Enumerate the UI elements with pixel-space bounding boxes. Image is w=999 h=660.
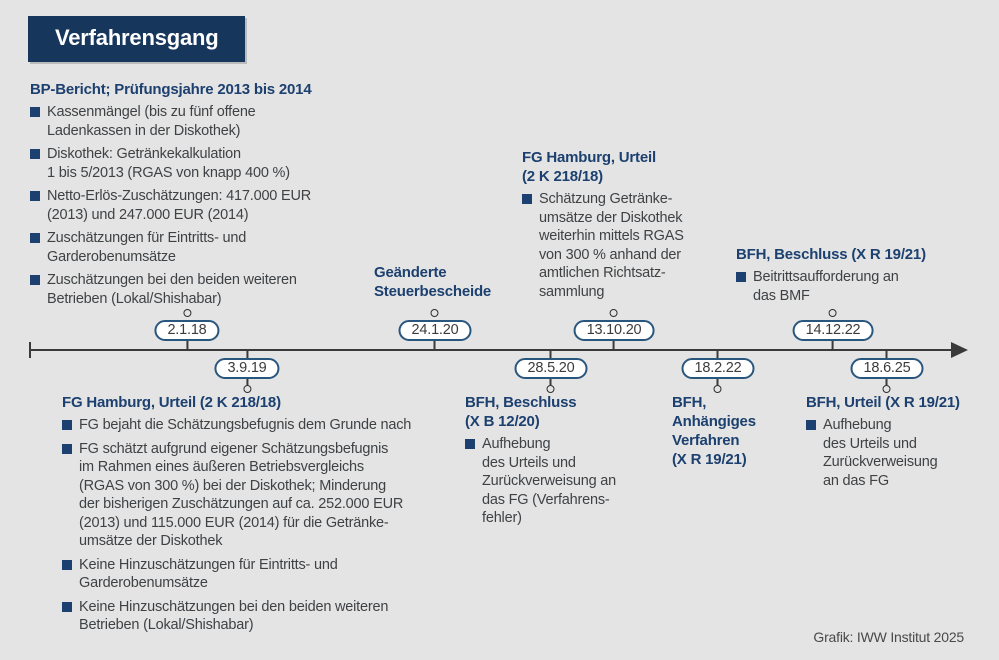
- bullet-square-icon: [62, 559, 72, 570]
- block-heading: BFH, Urteil (X R 19/21): [806, 394, 960, 411]
- bullet-square-icon: [62, 420, 72, 430]
- block-heading: BP-Bericht; Prüfungsjahre 2013 bis 2014: [30, 81, 312, 98]
- bullet-square-icon: [465, 439, 475, 449]
- connector-stem: [885, 350, 888, 358]
- event-label-geaenderte-steuerbescheide: Geänderte Steuerbescheide: [374, 264, 492, 300]
- timeline-marker-above: 24.1.20: [398, 309, 472, 351]
- date-pill: 18.2.22: [681, 358, 755, 379]
- date-pill: 2.1.18: [154, 320, 220, 341]
- connector-dot-icon: [183, 309, 191, 317]
- timeline-marker-above: 14.12.22: [792, 309, 874, 351]
- list-item: FG bejaht die Schätzungsbefugnis dem Gru…: [62, 416, 462, 435]
- event-block-fg-urteil-bottom: FG Hamburg, Urteil (2 K 218/18) FG bejah…: [62, 393, 462, 640]
- list-item: Zuschätzungen bei den beiden weiteren Be…: [30, 271, 390, 308]
- timeline-marker-above: 13.10.20: [573, 309, 655, 351]
- event-block-bfh-beschluss-xr: BFH, Beschluss (X R 19/21) Beitrittsauff…: [736, 245, 966, 310]
- block-heading: FG Hamburg, Urteil (2 K 218/18): [522, 149, 656, 185]
- connector-stem: [613, 341, 615, 351]
- connector-stem: [716, 350, 719, 358]
- connector-stem: [246, 350, 248, 358]
- bullet-list: Aufhebung des Urteils und Zurückverweisu…: [806, 416, 991, 490]
- event-block-bfh-anhaengiges-verfahren: BFH, Anhängiges Verfahren (X R 19/21): [672, 393, 792, 469]
- timeline-marker-below: 18.2.22: [681, 350, 755, 393]
- timeline-axis: [30, 349, 955, 351]
- list-item: Aufhebung des Urteils und Zurückverweisu…: [465, 435, 655, 528]
- bullet-list: Aufhebung des Urteils und Zurückverweisu…: [465, 435, 655, 528]
- connector-dot-icon: [713, 385, 722, 393]
- list-item: Zuschätzungen für Eintritts- und Gardero…: [30, 229, 390, 266]
- connector-stem: [885, 379, 888, 385]
- list-item: Keine Hinzuschätzungen für Eintritts- un…: [62, 556, 462, 593]
- bullet-square-icon: [806, 420, 816, 430]
- bullet-list: Schätzung Getränke- umsätze der Diskothe…: [522, 190, 722, 301]
- connector-dot-icon: [430, 309, 439, 317]
- bullet-list: FG bejaht die Schätzungsbefugnis dem Gru…: [62, 416, 462, 635]
- date-pill: 28.5.20: [514, 358, 588, 379]
- timeline-marker-below: 3.9.19: [214, 350, 280, 393]
- connector-stem: [186, 341, 188, 351]
- block-heading: BFH, Beschluss (X R 19/21): [736, 246, 926, 263]
- bullet-square-icon: [30, 191, 40, 201]
- block-heading: BFH, Beschluss (X B 12/20): [465, 394, 577, 430]
- timeline-arrow-icon: [951, 342, 968, 358]
- connector-dot-icon: [243, 385, 251, 393]
- bullet-square-icon: [30, 107, 40, 117]
- block-heading: BFH, Anhängiges Verfahren (X R 19/21): [672, 394, 756, 468]
- timeline-marker-above: 2.1.18: [154, 309, 220, 351]
- list-item: Schätzung Getränke- umsätze der Diskothe…: [522, 190, 722, 301]
- bullet-square-icon: [736, 272, 746, 282]
- connector-dot-icon: [610, 309, 618, 317]
- event-block-fg-urteil-top: FG Hamburg, Urteil (2 K 218/18) Schätzun…: [522, 148, 722, 306]
- date-pill: 24.1.20: [398, 320, 472, 341]
- bullet-list: Kassenmängel (bis zu fünf offene Ladenka…: [30, 103, 390, 308]
- bullet-square-icon: [30, 149, 40, 159]
- connector-dot-icon: [829, 309, 837, 317]
- connector-stem: [549, 350, 552, 358]
- connector-stem: [433, 341, 436, 351]
- connector-dot-icon: [546, 385, 555, 393]
- date-pill: 3.9.19: [214, 358, 280, 379]
- bullet-square-icon: [62, 601, 72, 612]
- list-item: Keine Hinzuschätzungen bei den beiden we…: [62, 598, 462, 635]
- bullet-list: Beitrittsaufforderung an das BMF: [736, 268, 966, 305]
- list-item: Kassenmängel (bis zu fünf offene Ladenka…: [30, 103, 390, 140]
- bullet-square-icon: [62, 443, 72, 454]
- bullet-square-icon: [30, 233, 40, 243]
- connector-stem: [549, 379, 552, 385]
- timeline-marker-below: 28.5.20: [514, 350, 588, 393]
- connector-stem: [716, 379, 719, 385]
- list-item: Diskothek: Getränkekalkulation 1 bis 5/2…: [30, 145, 390, 182]
- connector-stem: [832, 341, 834, 351]
- date-pill: 14.12.22: [792, 320, 874, 341]
- connector-dot-icon: [882, 385, 891, 393]
- list-item: Netto-Erlös-Zuschätzungen: 417.000 EUR (…: [30, 187, 390, 224]
- connector-stem: [246, 379, 248, 385]
- bullet-square-icon: [30, 275, 40, 285]
- block-heading: FG Hamburg, Urteil (2 K 218/18): [62, 394, 281, 411]
- credit-text: Grafik: IWW Institut 2025: [813, 629, 964, 645]
- list-item: Beitrittsaufforderung an das BMF: [736, 268, 966, 305]
- timeline-marker-below: 18.6.25: [850, 350, 924, 393]
- date-pill: 13.10.20: [573, 320, 655, 341]
- event-block-bfh-beschluss-xb: BFH, Beschluss (X B 12/20) Aufhebung des…: [465, 393, 655, 533]
- event-block-bp-bericht: BP-Bericht; Prüfungsjahre 2013 bis 2014 …: [30, 80, 390, 313]
- date-pill: 18.6.25: [850, 358, 924, 379]
- page-title: Verfahrensgang: [28, 16, 246, 62]
- bullet-square-icon: [522, 194, 532, 204]
- list-item: FG schätzt aufgrund eigener Schätzungsbe…: [62, 440, 462, 551]
- event-block-bfh-urteil-xr: BFH, Urteil (X R 19/21) Aufhebung des Ur…: [806, 393, 991, 495]
- list-item: Aufhebung des Urteils und Zurückverweisu…: [806, 416, 991, 490]
